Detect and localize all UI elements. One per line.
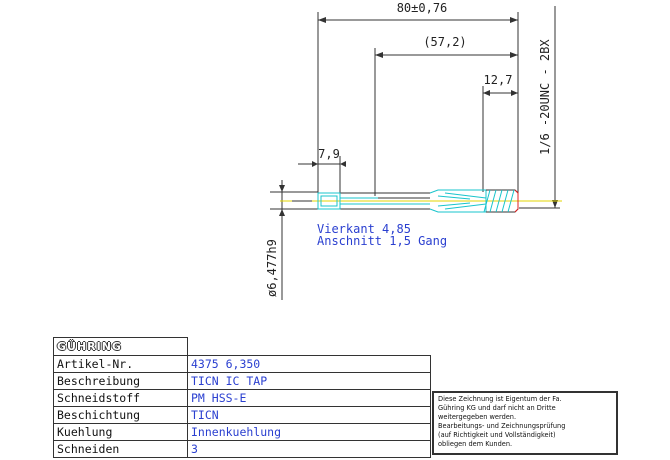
table-row: Beschreibung TICN IC TAP: [53, 372, 431, 390]
thread-spec-dimension: [519, 6, 560, 209]
table-row: Kuehlung Innenkuehlung: [53, 423, 431, 441]
thread-length-label: 12,7: [484, 73, 513, 87]
logo-spacer: [188, 338, 431, 356]
square-length-label: 7,9: [318, 147, 340, 161]
reference-length-dimension: [374, 48, 518, 196]
row-value: TICN: [187, 406, 431, 424]
tap-outline: [317, 189, 519, 213]
title-block: GÜHRING Artikel-Nr. 4375 6,350 Beschreib…: [53, 337, 431, 458]
row-label: Schneidstoff: [53, 389, 188, 407]
notice-line: Diese Zeichnung ist Eigentum der Fa.: [438, 395, 562, 403]
row-value: Innenkuehlung: [187, 423, 431, 441]
notice-line: Gühring KG und darf nicht an Dritte: [438, 404, 556, 412]
row-label: Kuehlung: [53, 423, 188, 441]
row-value: 3: [187, 440, 431, 458]
table-row: Beschichtung TICN: [53, 406, 431, 424]
table-row: Schneiden 3: [53, 440, 431, 458]
thread-spec-label: 1/6 -20UNC - 2BX: [538, 39, 552, 155]
technical-drawing: 80±0,76 (57,2) 12,7 7,9 1/6 -20UNC - 2BX…: [265, 1, 562, 300]
notice-line: obliegen dem Kunden.: [438, 440, 513, 448]
reference-length-label: (57,2): [423, 35, 466, 49]
row-label: Beschreibung: [53, 372, 188, 390]
notice-line: (auf Richtigkeit und Vollständigkeit): [438, 431, 556, 439]
row-label: Beschichtung: [53, 406, 188, 424]
brand-logo-text: GÜHRING: [57, 340, 122, 353]
brand-logo: GÜHRING: [53, 337, 188, 356]
thread-length-dimension: [482, 86, 518, 192]
row-value: PM HSS-E: [187, 389, 431, 407]
overall-length-label: 80±0,76: [397, 1, 448, 15]
title-block-logo-row: GÜHRING: [53, 337, 431, 356]
table-row: Schneidstoff PM HSS-E: [53, 389, 431, 407]
shank-diameter-label: ø6,477h9: [265, 239, 279, 297]
square-length-dimension: [298, 156, 346, 194]
shank-diameter-dimension: [270, 180, 318, 300]
row-value: 4375 6,350: [187, 355, 431, 373]
ownership-notice: Diese Zeichnung ist Eigentum der Fa. Güh…: [432, 391, 618, 455]
note-square: Vierkant 4,85: [317, 222, 411, 236]
title-block-table: GÜHRING Artikel-Nr. 4375 6,350 Beschreib…: [53, 337, 431, 458]
overall-length-dimension: [317, 12, 519, 208]
notice-line: weitergegeben werden.: [438, 413, 517, 421]
row-value: TICN IC TAP: [187, 372, 431, 390]
row-label: Schneiden: [53, 440, 188, 458]
note-chamfer: Anschnitt 1,5 Gang: [317, 234, 447, 248]
table-row: Artikel-Nr. 4375 6,350: [53, 355, 431, 373]
notice-line: Bearbeitungs- und Zeichnungsprüfung: [438, 422, 566, 430]
row-label: Artikel-Nr.: [53, 355, 188, 373]
